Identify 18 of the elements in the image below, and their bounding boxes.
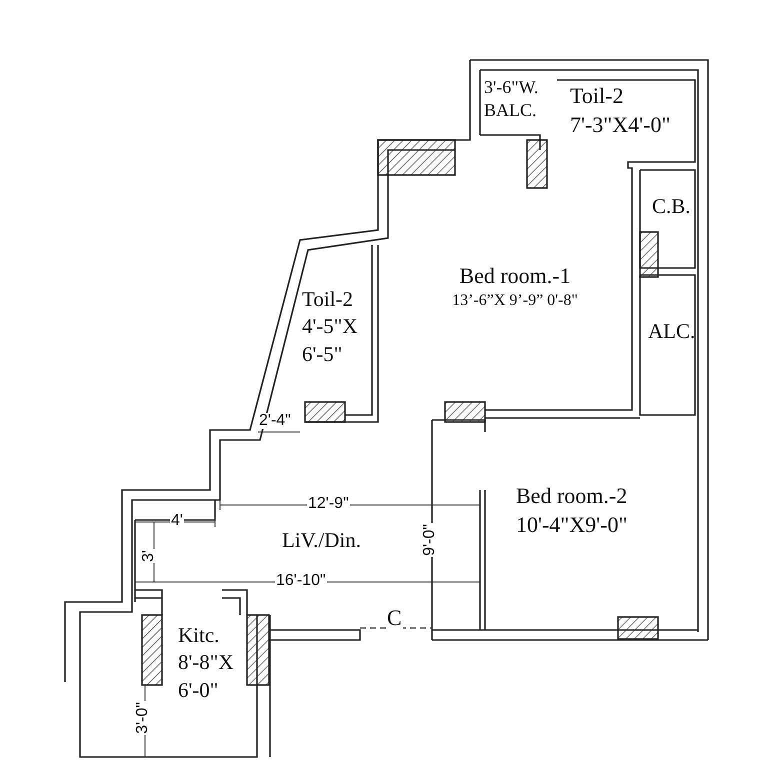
room-label: C.B.	[652, 193, 691, 220]
room-label: LiV./Din.	[282, 527, 361, 554]
dimension-label: 3'	[140, 549, 157, 563]
room-label: Toil-2	[570, 82, 624, 110]
section-mark: C	[386, 607, 403, 629]
room-label: Kitc.	[178, 622, 220, 649]
room-dimensions: 7'-3"X4'-0"	[570, 110, 670, 139]
room-dimensions: 4'-5"X 6'-5"	[302, 313, 359, 368]
room-label: Bed room.-1	[458, 262, 572, 290]
dimension-label: 2'-4"	[258, 413, 292, 429]
room-dimensions: BALC.	[484, 99, 538, 122]
room-label: 3'-6"W.	[484, 76, 538, 99]
room-dimensions: 10'-4"X9'-0"	[516, 510, 628, 539]
room-label: Bed room.-2	[516, 482, 628, 510]
room-label: Toil-2	[302, 286, 354, 313]
room-dimensions: 13’-6”X 9’-9” 0'-8"	[451, 290, 579, 311]
room-dimensions: 8'-8"X 6'-0"	[178, 649, 235, 704]
room-label: ALC.	[648, 318, 696, 345]
